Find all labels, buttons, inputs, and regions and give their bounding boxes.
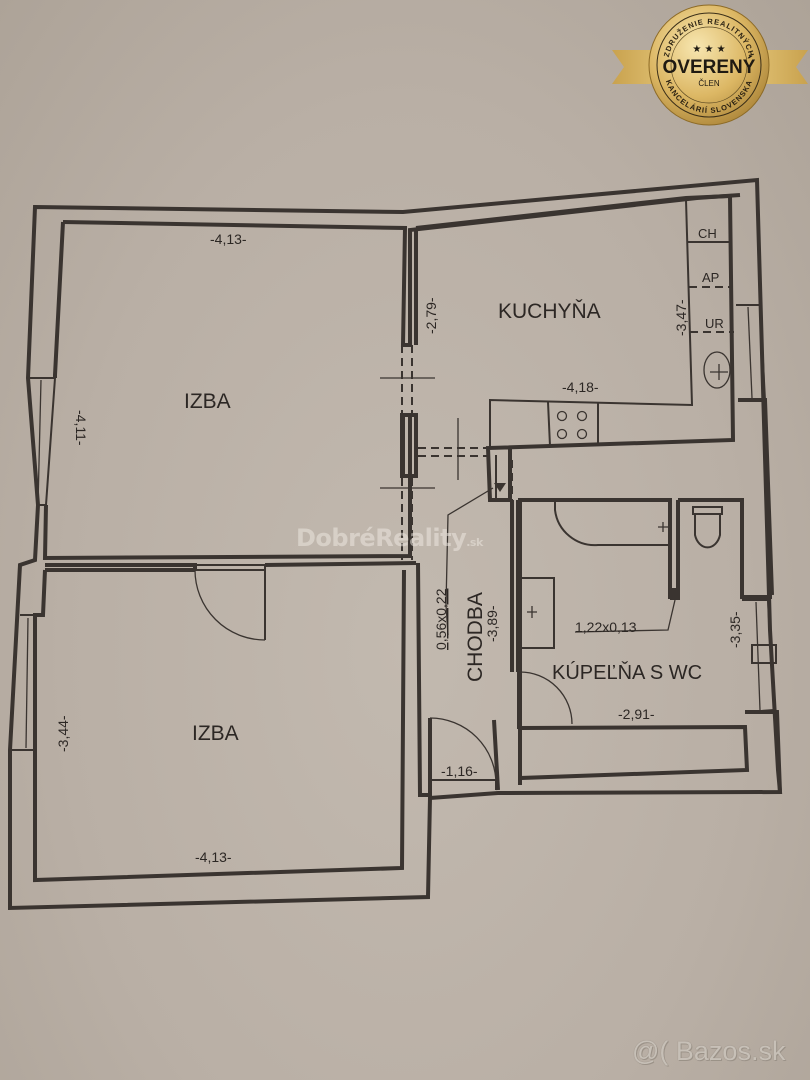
dobrereality-suffix: .sk: [466, 536, 483, 549]
badge-subtitle: ČLEN: [698, 79, 720, 88]
bazos-watermark: @( Bazos.sk: [632, 1036, 786, 1066]
dim-izba-top-height: -4,11-: [73, 410, 89, 446]
badge-stars-icon: ★ ★ ★: [692, 44, 725, 55]
dim-bath-height: -3,35-: [727, 611, 743, 648]
kitchen-unit-labels: CH AP UR: [698, 226, 724, 331]
dim-bath-partition: 1,22x0,13: [575, 619, 637, 635]
kitchen: [414, 193, 774, 596]
dobrereality-text: DobréReality: [296, 524, 467, 552]
room-label-izba-top: IZBA: [184, 390, 231, 413]
dimension-labels: -4,13- -4,11- -2,79- -4,18- -3,47- -3,44…: [55, 231, 743, 865]
dim-bath-width: -2,91-: [618, 706, 655, 722]
room-label-izba-bottom: IZBA: [192, 722, 239, 745]
badge-title: OVERENÝ: [663, 56, 756, 78]
unit-ap: AP: [702, 270, 719, 285]
window-izba-top: [28, 377, 57, 506]
dim-chodba-niche: 0,56x0,22: [433, 588, 449, 650]
room-label-kupelna: KÚPEĽŇA S WC: [552, 661, 702, 684]
dim-izba-bottom-height: -3,44-: [55, 715, 71, 752]
unit-ur: UR: [705, 316, 724, 331]
dim-kitchen-width: -4,18-: [562, 379, 599, 395]
dim-chodba-length: -3,89-: [484, 605, 500, 642]
dobrereality-watermark: DobréReality.sk: [296, 524, 483, 552]
room-label-chodba: CHODBA: [464, 592, 487, 682]
wall-between-rooms: [45, 561, 417, 641]
dim-kitchen-left: -2,79-: [423, 297, 439, 334]
room-label-kuchyna: KUCHYŇA: [498, 300, 601, 323]
central-partition: [380, 345, 490, 560]
verified-member-badge: ZDRUŽENIE REALITNÝCH KANCELÁRIÍ SLOVENSK…: [648, 4, 770, 126]
dim-chodba-door: -1,16-: [441, 763, 478, 779]
dim-izba-bottom-width: -4,13-: [195, 849, 232, 865]
bathroom: [510, 498, 782, 793]
izba-bottom-walls: [10, 569, 406, 883]
unit-ch: CH: [698, 226, 717, 241]
drain-arrow-icon: [494, 483, 506, 492]
dim-kitchen-height: -3,47-: [673, 299, 689, 336]
room-labels: IZBA KUCHYŇA IZBA CHODBA KÚPEĽŇA S WC: [184, 300, 702, 745]
dim-izba-top-width: -4,13-: [210, 231, 247, 247]
